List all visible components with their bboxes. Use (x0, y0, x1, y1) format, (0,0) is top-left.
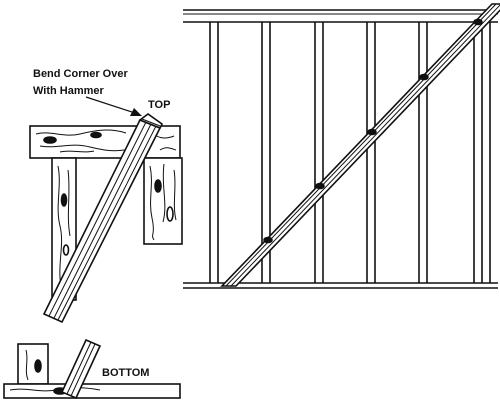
let-in-brace (220, 3, 500, 287)
bottom-plate (3, 383, 181, 399)
right-stud (143, 157, 183, 245)
top-label: TOP (148, 99, 170, 111)
top-detail (29, 96, 183, 324)
stud (314, 22, 324, 283)
stud (209, 22, 219, 283)
stud (418, 22, 428, 283)
bend-note-line1: Bend Corner Over (33, 68, 128, 80)
bottom-detail (3, 338, 181, 400)
diagonal-brace-bottom (60, 338, 102, 400)
stud (366, 22, 376, 283)
end-stud (473, 22, 491, 283)
wall-frame (183, 3, 500, 289)
callout-arrow (85, 96, 142, 116)
diagonal-brace-top (42, 113, 164, 324)
bottom-left-stud (17, 343, 49, 385)
bottom-label: BOTTOM (102, 367, 149, 379)
bend-note-line2: With Hammer (33, 85, 105, 97)
